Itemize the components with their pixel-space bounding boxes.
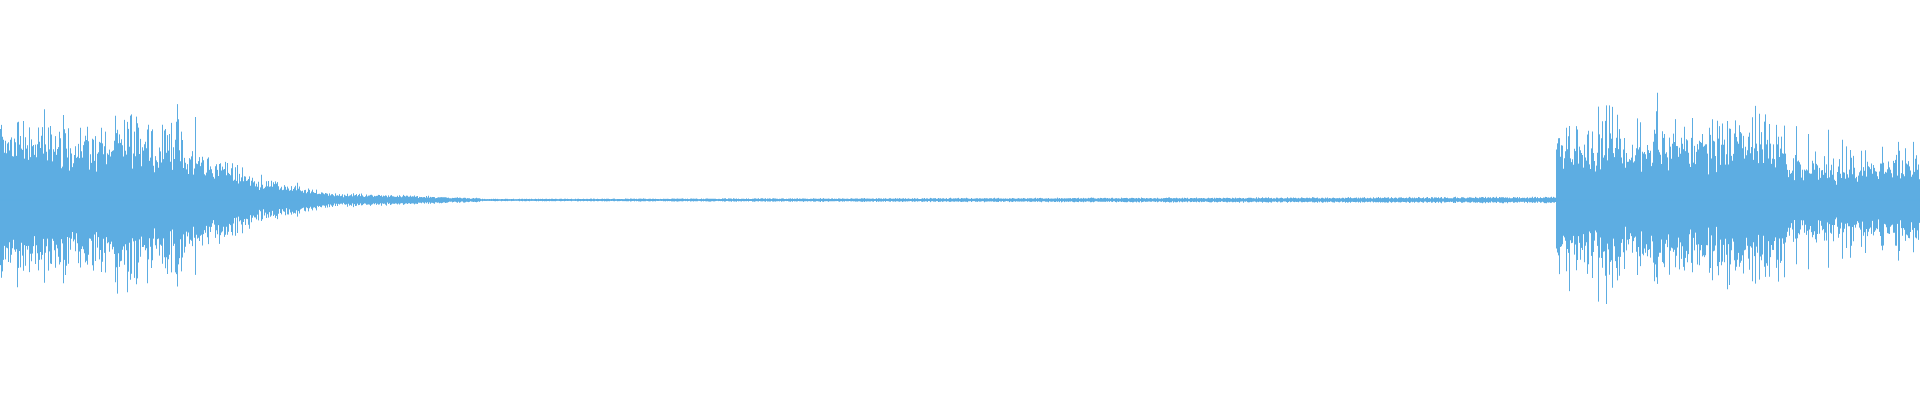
waveform-bars [0,92,1920,304]
waveform-path [0,92,1920,304]
